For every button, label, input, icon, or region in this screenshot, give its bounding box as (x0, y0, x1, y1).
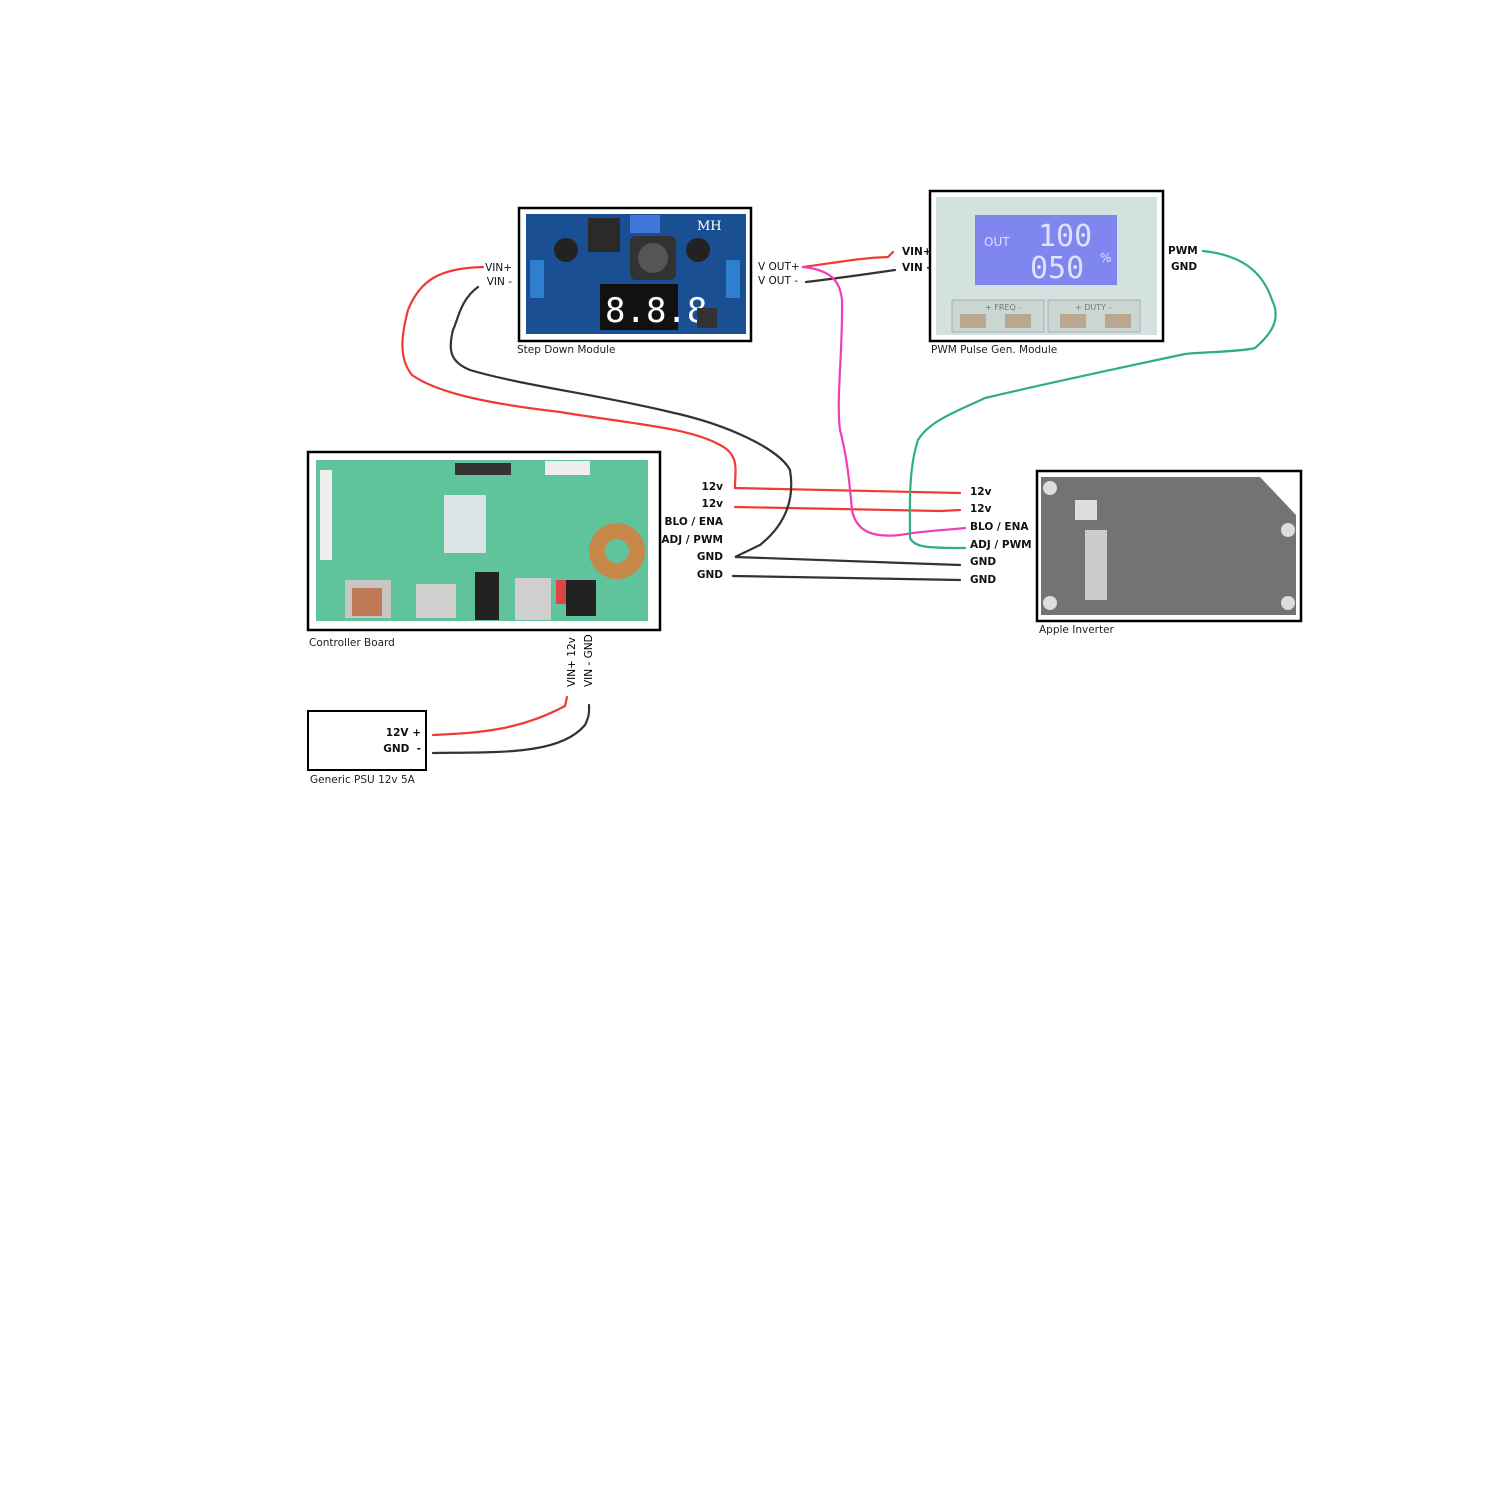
svg-text:OUT: OUT (984, 235, 1010, 249)
apple-inverter (1035, 469, 1303, 623)
controller-pin-gnd-1: GND (696, 551, 723, 563)
wire-black-vout-minus (804, 268, 897, 284)
psu-box (307, 710, 427, 771)
step-down-module: 8.8.8 MH (517, 206, 753, 343)
psu-caption: Generic PSU 12v 5A (310, 774, 415, 786)
controller-pin-12v-2: 12v (701, 498, 723, 510)
wire-green-pwm (908, 249, 1277, 550)
controller-pin-12v-1: 12v (701, 481, 723, 493)
wire-red-12v-2 (733, 505, 962, 513)
stepdown-vout-minus-label: V OUT - (758, 275, 799, 287)
inverter-pin-12v-1: 12v (970, 486, 992, 498)
pwm-module: OUT 100 050 % + FREQ - + DUTY - (928, 189, 1165, 343)
psu-plus-label: 12V + (385, 727, 421, 739)
stepdown-vin-minus-label: VIN - (486, 276, 512, 288)
controller-board (306, 450, 662, 632)
seven-segment-display: 8.8.8 (605, 291, 707, 331)
wire-red-stepdown-vin (401, 265, 962, 495)
svg-text:050: 050 (1030, 251, 1084, 286)
stepdown-caption: Step Down Module (517, 344, 616, 356)
stepdown-vin-plus-label: VIN+ (485, 262, 512, 274)
pwm-gnd-label: GND (1171, 261, 1198, 273)
controller-caption: Controller Board (309, 637, 395, 649)
svg-text:%: % (1100, 251, 1111, 265)
psu-minus-label: GND - (383, 743, 421, 755)
inverter-pin-gnd-1: GND (970, 556, 997, 568)
controller-pin-blo-ena: BLO / ENA (664, 516, 723, 528)
svg-text:+ DUTY -: + DUTY - (1075, 303, 1112, 312)
controller-pin-gnd-2: GND (696, 569, 723, 581)
brand-logo: MH (697, 219, 722, 234)
wire-black-gnd-2 (731, 574, 962, 582)
wire-black-stepdown-vin (449, 285, 962, 567)
stepdown-vout-plus-label: V OUT+ (758, 261, 800, 273)
inverter-pin-blo-ena: BLO / ENA (970, 521, 1029, 533)
wire-black-psu (431, 703, 591, 755)
controller-vin-plus-label: VIN+ 12v (566, 637, 578, 687)
inverter-pin-gnd-2: GND (970, 574, 997, 586)
controller-vin-minus-label: VIN - GND (583, 634, 595, 687)
pwm-vin-minus-label: VIN - (902, 262, 931, 274)
pwm-vin-plus-label: VIN+ (902, 246, 932, 258)
inverter-pin-adj-pwm: ADJ / PWM (970, 539, 1032, 551)
pwm-out-label: PWM (1168, 245, 1198, 257)
wire-red-vout-plus (801, 250, 895, 269)
controller-pin-adj-pwm: ADJ / PWM (661, 534, 723, 546)
svg-text:100: 100 (1038, 219, 1092, 254)
wire-pink-blo-ena (801, 265, 967, 537)
inverter-pin-12v-2: 12v (970, 503, 992, 515)
wire-red-psu (431, 695, 569, 737)
inverter-caption: Apple Inverter (1039, 624, 1114, 636)
pwm-caption: PWM Pulse Gen. Module (931, 344, 1058, 356)
svg-text:+ FREQ -: + FREQ - (985, 303, 1021, 312)
